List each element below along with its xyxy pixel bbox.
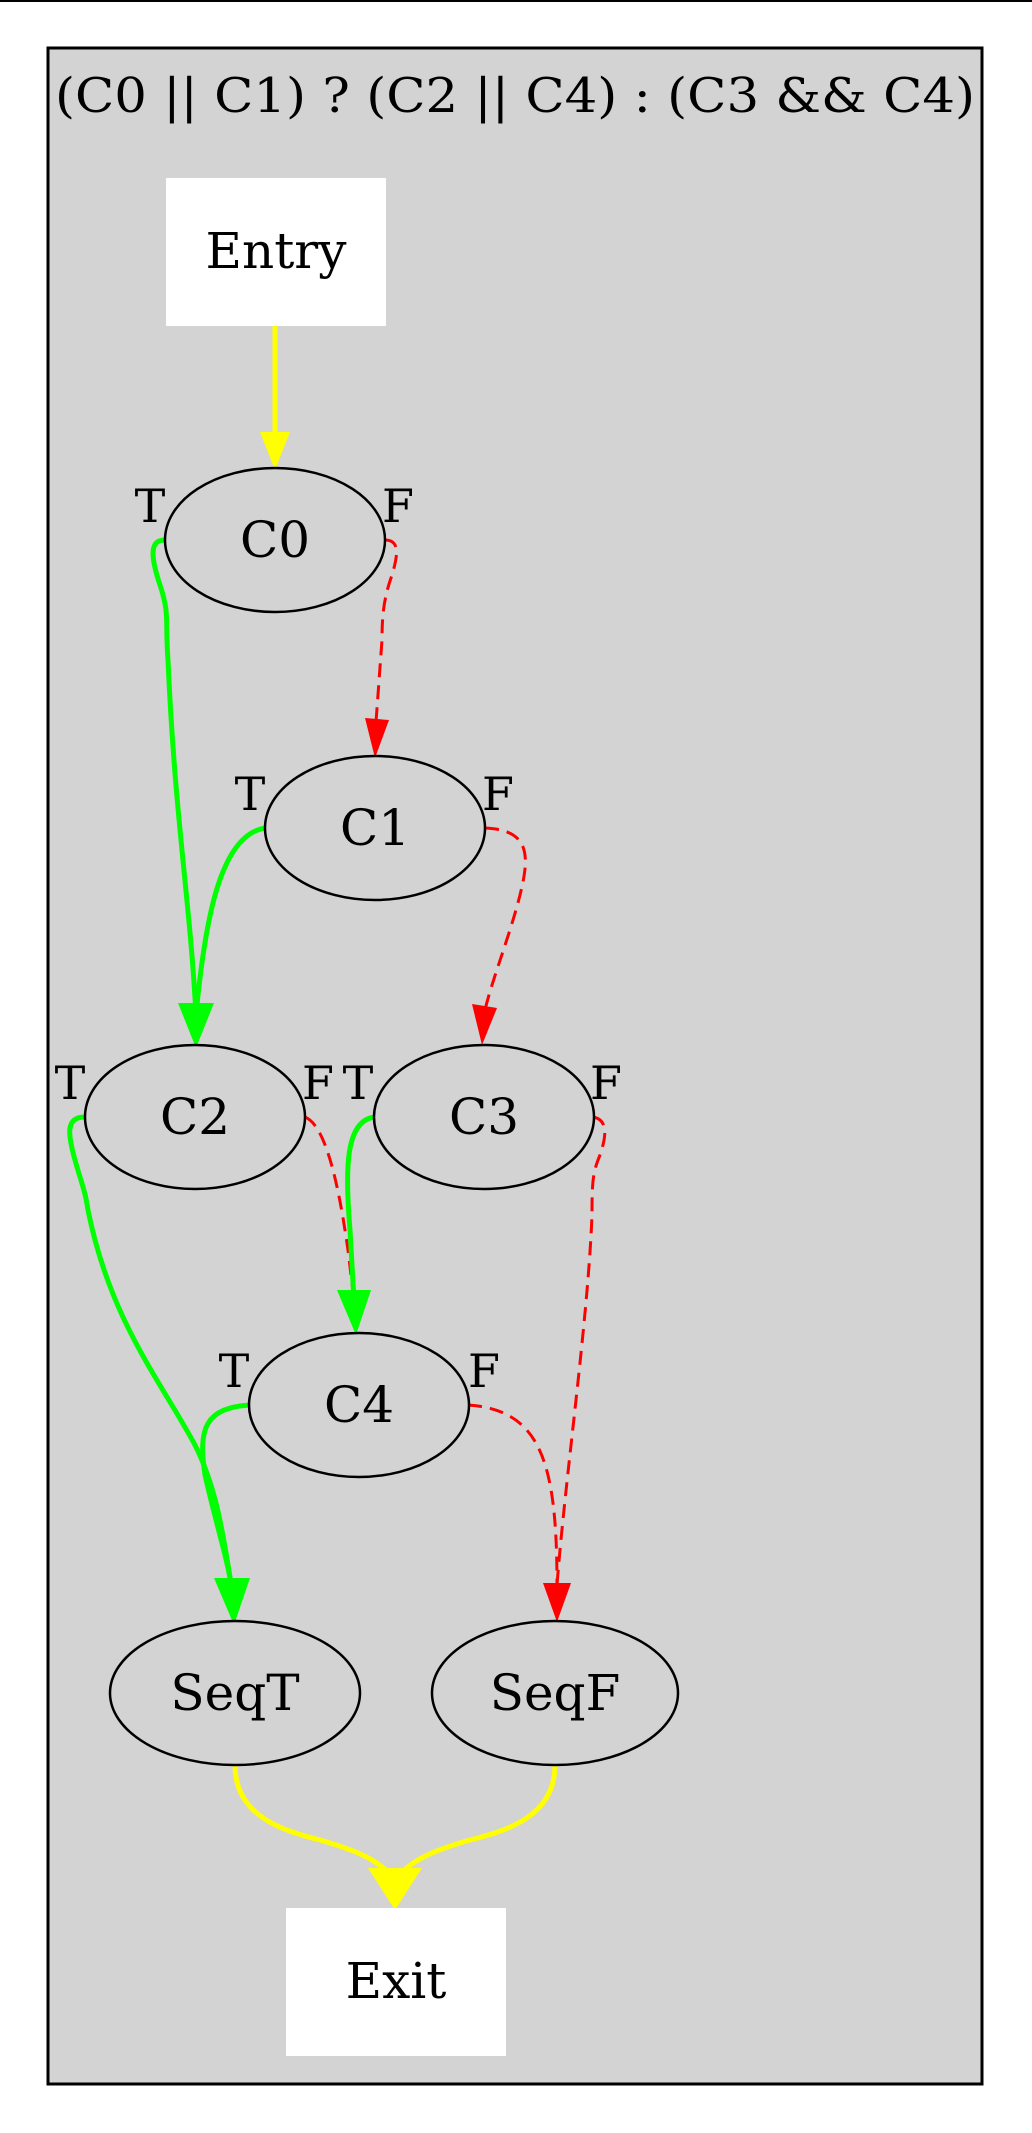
edge-to-seqf-arrow	[543, 1583, 571, 1622]
entry-node	[166, 178, 386, 326]
exit-label: Exit	[346, 1952, 447, 2010]
seqt-label: SeqT	[170, 1664, 299, 1722]
edge-c4-seqt-true	[200, 1402, 251, 1591]
c0-node	[163, 466, 387, 614]
edge-seqf-exit	[393, 1764, 558, 1882]
entry-label: Entry	[206, 222, 348, 280]
exit-node	[286, 1908, 506, 2056]
c4-label: C4	[324, 1376, 394, 1434]
c3-true-port: T	[343, 1056, 374, 1110]
seqf-node	[430, 1619, 680, 1767]
c4-true-port: T	[219, 1344, 250, 1398]
edge-c1-c3-arrow	[472, 1004, 497, 1045]
edge-c0-c2-true	[150, 537, 199, 1016]
edge-entry-c0-arrow	[260, 432, 290, 470]
c4-false-port: F	[468, 1344, 500, 1398]
c3-label: C3	[449, 1088, 519, 1146]
c2-node	[83, 1043, 307, 1191]
edge-c1-c3-false	[483, 826, 527, 1011]
c2-false-port: F	[302, 1056, 334, 1110]
c2-label: C2	[160, 1088, 230, 1146]
c1-label: C1	[340, 799, 410, 857]
c0-true-port: T	[135, 479, 166, 533]
edge-c4-seqf-false	[467, 1403, 559, 1586]
seqt-node	[108, 1619, 362, 1767]
edge-c0-c1-arrow	[365, 718, 389, 758]
c1-false-port: F	[482, 767, 514, 821]
edge-to-exit-arrow	[368, 1868, 422, 1910]
c0-label: C0	[240, 511, 310, 569]
c1-node	[263, 754, 487, 902]
edge-c1-c2-true	[193, 825, 266, 1016]
c2-true-port: T	[55, 1056, 86, 1110]
cluster-title: (C0 || C1) ? (C2 || C4) : (C3 && C4)	[55, 68, 975, 124]
edge-to-seqt-arrow	[214, 1578, 250, 1625]
c4-node	[247, 1331, 471, 1479]
edge-c2-c4-false	[304, 1115, 356, 1301]
c1-true-port: T	[235, 767, 266, 821]
seqf-label: SeqF	[490, 1664, 621, 1722]
edge-c3-c4-true	[345, 1114, 376, 1301]
c0-false-port: F	[382, 479, 414, 533]
c3-false-port: F	[590, 1056, 622, 1110]
c3-node	[372, 1043, 596, 1191]
edge-c0-c1-false	[374, 538, 398, 723]
edge-to-c2-arrow	[178, 1003, 214, 1048]
edge-seqt-exit	[232, 1764, 397, 1882]
edge-to-c4-arrow	[337, 1290, 371, 1335]
edge-c2-seqt-true	[67, 1114, 235, 1591]
edge-c3-seqf-false	[555, 1115, 607, 1586]
